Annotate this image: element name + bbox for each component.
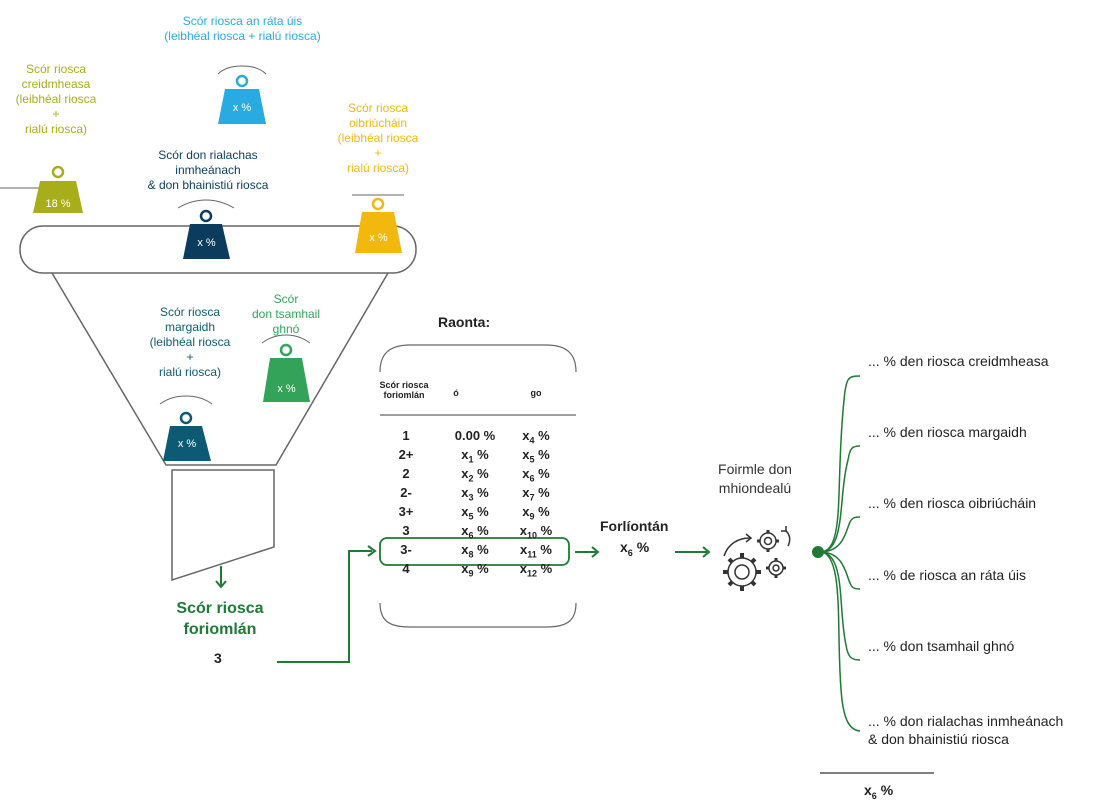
down-arrow-icon: [215, 566, 227, 589]
connector-line: [277, 550, 372, 663]
distribution-item: ... % don tsamhail ghnó: [868, 638, 1015, 654]
range-from: 0.00 %: [454, 428, 496, 443]
business-weight-value: x %: [277, 383, 296, 395]
weight-credit-icon: [0, 165, 83, 213]
arrow-to-formula-icon: [675, 546, 711, 558]
market-risk-label: Scór riosca margaidh (leibhéal riosca + …: [149, 305, 231, 379]
range-from: x1 %: [461, 447, 489, 465]
range-to: x5 %: [522, 447, 550, 465]
distribution-item: ... % den riosca creidmheasa: [868, 353, 1049, 369]
governance-weight-value: x %: [197, 237, 216, 249]
arrow-to-supplement-icon: [575, 546, 600, 558]
distribution-item: ... % den riosca margaidh: [868, 424, 1027, 440]
supplement-value: x6 %: [620, 539, 650, 558]
range-to: x11 %: [520, 542, 552, 560]
range-score: 3+: [398, 504, 414, 519]
funnel-spout: [171, 469, 275, 582]
range-to: x12 %: [519, 561, 553, 579]
range-score: 2-: [400, 485, 412, 500]
distribution-item: ... % den riosca oibriúcháin: [868, 495, 1037, 511]
funnel: [19, 225, 417, 582]
interest-weight-value: x %: [232, 102, 252, 114]
formula-label: Foirmle don mhiondealú: [718, 461, 792, 496]
distribution-item: ... % don rialachas inmheánach & don bha…: [868, 713, 1064, 747]
distribution-item: ... % de riosca an ráta úis: [868, 567, 1026, 583]
supplement-label: Forlíontán: [600, 518, 669, 534]
range-from: x8 %: [461, 542, 489, 560]
ranges-bracket: [379, 344, 577, 628]
weight-market-icon: [159, 395, 213, 461]
range-from: x3 %: [461, 485, 489, 503]
interest-risk-label: Scór riosca an ráta úis (leibhéal riosca…: [164, 14, 321, 43]
overall-score-value: 3: [214, 650, 222, 666]
funnel-cone: [51, 272, 389, 466]
total-value: x6 %: [864, 782, 894, 801]
col-header-to: go: [530, 388, 542, 398]
credit-risk-label: Scór riosca creidmheasa (leibhéal riosca…: [15, 62, 97, 136]
weight-business-icon: [261, 334, 311, 402]
weight-operational-icon: [352, 194, 404, 253]
range-score: 3: [402, 523, 410, 538]
range-score: 3-: [400, 542, 412, 557]
weight-governance-icon: [177, 199, 235, 259]
overall-score-label: Scór riosca foriomlán: [176, 600, 264, 638]
range-from: x2 %: [461, 466, 489, 484]
range-score: 1: [402, 428, 410, 443]
weight-interest-icon: [217, 65, 267, 124]
range-to: x10 %: [519, 523, 553, 541]
distribution-bracket: [819, 375, 861, 732]
operational-risk-label: Scór riosca oibriúcháin (leibhéal riosca…: [337, 101, 419, 175]
range-to: x7 %: [522, 485, 550, 503]
range-score: 4: [402, 561, 410, 576]
col-header-score: Scór riosca foriomlán: [379, 380, 429, 400]
range-from: x6 %: [461, 523, 489, 541]
business-model-label: Scór don tsamhail ghnó: [251, 292, 321, 336]
credit-weight-value: 18 %: [45, 198, 71, 210]
gears-icon: [723, 526, 791, 591]
range-to: x4 %: [522, 428, 550, 446]
ranges-title: Raonta:: [438, 314, 491, 330]
range-to: x9 %: [522, 504, 550, 522]
range-to: x6 %: [522, 466, 550, 484]
range-from: x9 %: [461, 561, 489, 579]
range-from: x5 %: [461, 504, 489, 522]
market-weight-value: x %: [177, 438, 197, 450]
governance-label: Scór don rialachas inmheánach & don bhai…: [147, 148, 269, 192]
range-score: 2: [402, 466, 410, 481]
distribution-origin-dot: [812, 546, 824, 558]
range-score: 2+: [398, 447, 414, 462]
col-header-from: ó: [453, 388, 459, 398]
connector-arrowhead-icon: [367, 545, 377, 557]
highlight-row-box: [379, 537, 570, 566]
operational-weight-value: x %: [369, 232, 388, 244]
